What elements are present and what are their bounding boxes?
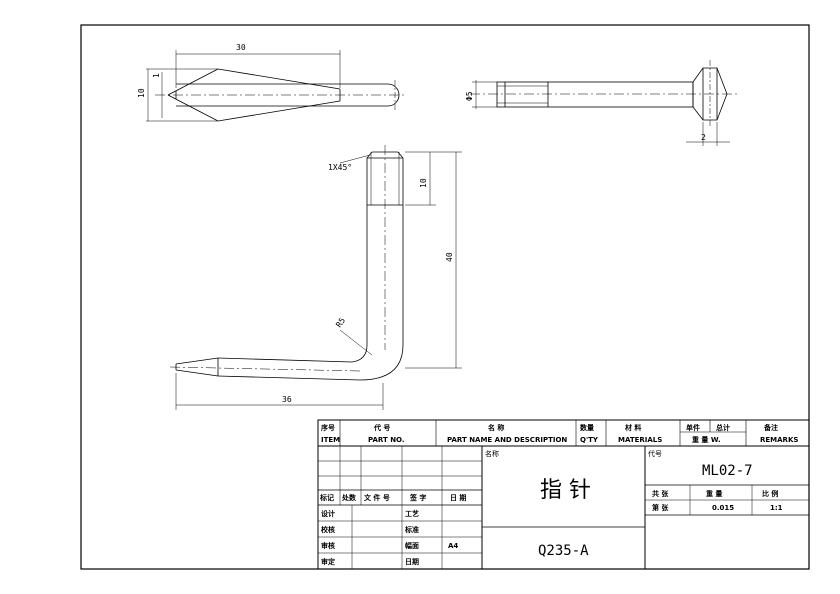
dim-chamfer: 1X45° <box>328 163 352 172</box>
tb-code-en: PART NO. <box>368 436 405 444</box>
tb-code-label: 代号 <box>648 449 662 458</box>
dim-side-dia: Φ5 <box>465 91 474 101</box>
tb-item-en: ITEM <box>321 436 340 444</box>
tb-name-value: 指 针 <box>540 478 591 503</box>
front-view <box>169 145 462 410</box>
dim-thread-len: 10 <box>419 178 428 188</box>
tb-name-en: PART NAME AND DESCRIPTION <box>447 436 567 444</box>
dim-top-length: 30 <box>236 43 246 52</box>
tb-qty-en: Q'TY <box>580 436 599 444</box>
tb-material-value: Q235-A <box>538 543 589 559</box>
tb-qty-cn: 数量 <box>580 423 594 432</box>
tb-weight-value: 0.015 <box>712 504 734 512</box>
top-view <box>146 50 405 122</box>
dim-radius: R5 <box>334 316 347 329</box>
tb-rem-en: REMARKS <box>760 436 798 444</box>
tb-rev-sign: 签 字 <box>409 493 426 502</box>
tb-standard: 标准 <box>404 525 419 534</box>
tb-name-cn: 名 称 <box>488 423 504 432</box>
tb-total-sheets: 共 张 <box>652 489 669 498</box>
tb-review: 审核 <box>321 541 335 550</box>
dim-top-tip: 1 <box>152 73 161 78</box>
title-block <box>317 419 810 570</box>
tb-total: 总计 <box>716 423 730 432</box>
tb-rev-count: 处数 <box>341 493 357 502</box>
tb-mat-cn: 材 料 <box>624 423 641 432</box>
tb-rem-cn: 备注 <box>763 423 778 432</box>
tb-scale-value: 1:1 <box>770 504 783 512</box>
tb-item-cn: 序号 <box>320 423 335 432</box>
tb-weight-label: 重 量 <box>706 489 722 498</box>
tb-rev-date: 日 期 <box>450 493 466 502</box>
tb-name-label: 名称 <box>485 449 499 458</box>
tb-sheet: 幅面 <box>405 541 419 550</box>
tb-design: 设计 <box>321 509 335 518</box>
tb-mat-en: MATERIALS <box>618 436 662 444</box>
tb-code-value: ML02-7 <box>702 463 753 479</box>
tb-rev-mark: 标记 <box>319 493 334 502</box>
tb-code-cn: 代 号 <box>373 423 390 432</box>
dim-top-height: 10 <box>137 88 146 98</box>
tb-weight-hdr: 重 量 W. <box>692 435 721 444</box>
dim-total-h: 40 <box>445 252 454 262</box>
tb-sheet-value: A4 <box>448 542 458 550</box>
tb-sheet-no: 第 张 <box>652 503 669 512</box>
tb-process: 工艺 <box>405 509 419 518</box>
tb-date: 日期 <box>405 557 419 566</box>
tb-rev-file: 文 件 号 <box>364 493 390 502</box>
dim-side-2: 2 <box>701 133 706 142</box>
tb-check: 校核 <box>321 525 335 534</box>
dim-bottom-len: 36 <box>282 395 292 404</box>
tb-approve: 审定 <box>321 557 335 566</box>
tb-scale-label: 比 例 <box>762 489 778 498</box>
tb-unit: 单件 <box>686 423 700 432</box>
side-view <box>470 60 740 146</box>
